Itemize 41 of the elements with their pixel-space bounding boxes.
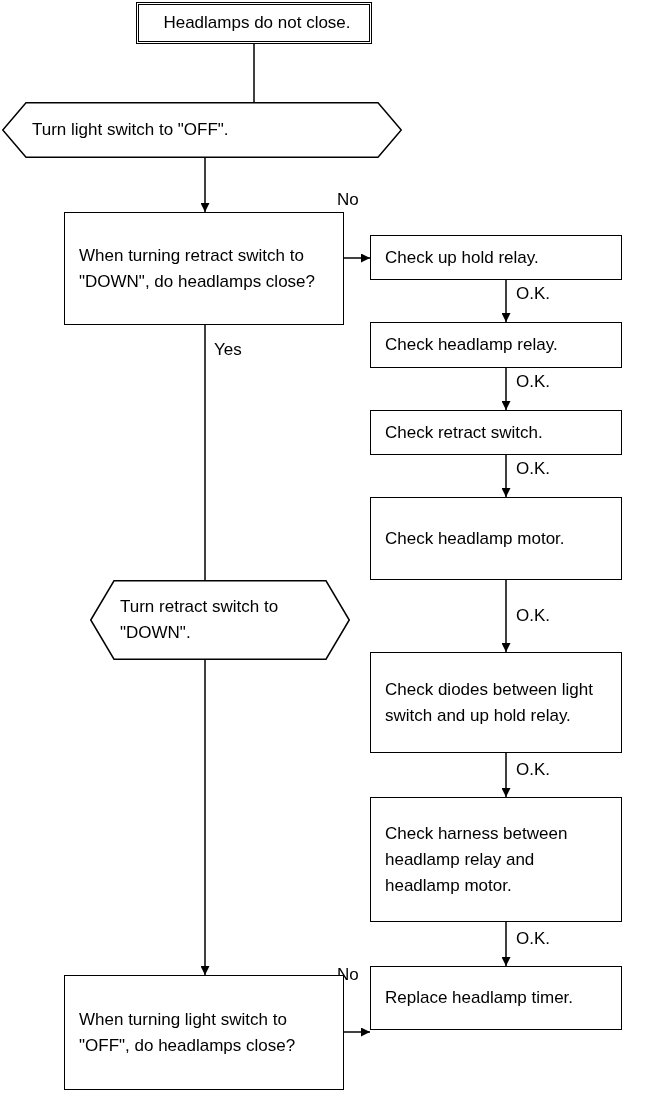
edge-label: O.K. [516, 284, 550, 304]
arrow [343, 1027, 371, 1037]
process-hexagon [2, 102, 402, 158]
process-box [370, 322, 622, 368]
node-text: When turning light switch to "OFF", do headlamps close? [79, 1008, 297, 1057]
start-box [136, 2, 372, 44]
node-text: Check headlamp relay. [385, 334, 559, 356]
node-text: Check retract switch. [385, 421, 544, 444]
arrow [343, 253, 371, 263]
process-hexagon [90, 580, 350, 660]
process-box [370, 966, 622, 1030]
node-text: Check harness between headlamp relay and headlamp motor. [385, 822, 569, 897]
process-box [370, 652, 622, 753]
node-text: Check diodes between light switch and up hold relay. [385, 678, 594, 727]
arrow [200, 659, 210, 976]
arrow [501, 752, 511, 798]
arrow [501, 454, 511, 498]
node-text: Turn retract switch to "DOWN". [120, 596, 280, 644]
edge-label: Yes [214, 340, 242, 360]
arrow [200, 157, 210, 213]
node-text: Check headlamp motor. [385, 527, 566, 550]
edge-label: O.K. [516, 372, 550, 392]
node-text: Check up hold relay. [385, 246, 540, 269]
process-box [370, 410, 622, 455]
edge-label: O.K. [516, 760, 550, 780]
arrow [501, 579, 511, 653]
edge-label: No [337, 190, 359, 210]
arrow [501, 367, 511, 411]
edge-label: O.K. [516, 459, 550, 479]
process-box [370, 797, 622, 922]
arrow [501, 921, 511, 967]
edge-label: O.K. [516, 606, 550, 626]
process-box [370, 235, 622, 280]
process-box [64, 212, 344, 325]
node-text: When turning retract switch to "DOWN", do headlamps close? [79, 244, 316, 293]
node-text: Headlamps do not close. [162, 12, 352, 34]
arrow [501, 279, 511, 323]
edge-label: O.K. [516, 929, 550, 949]
process-box [370, 497, 622, 580]
node-text: Replace headlamp timer. [385, 987, 575, 1009]
node-text: Turn light switch to "OFF". [32, 119, 230, 141]
